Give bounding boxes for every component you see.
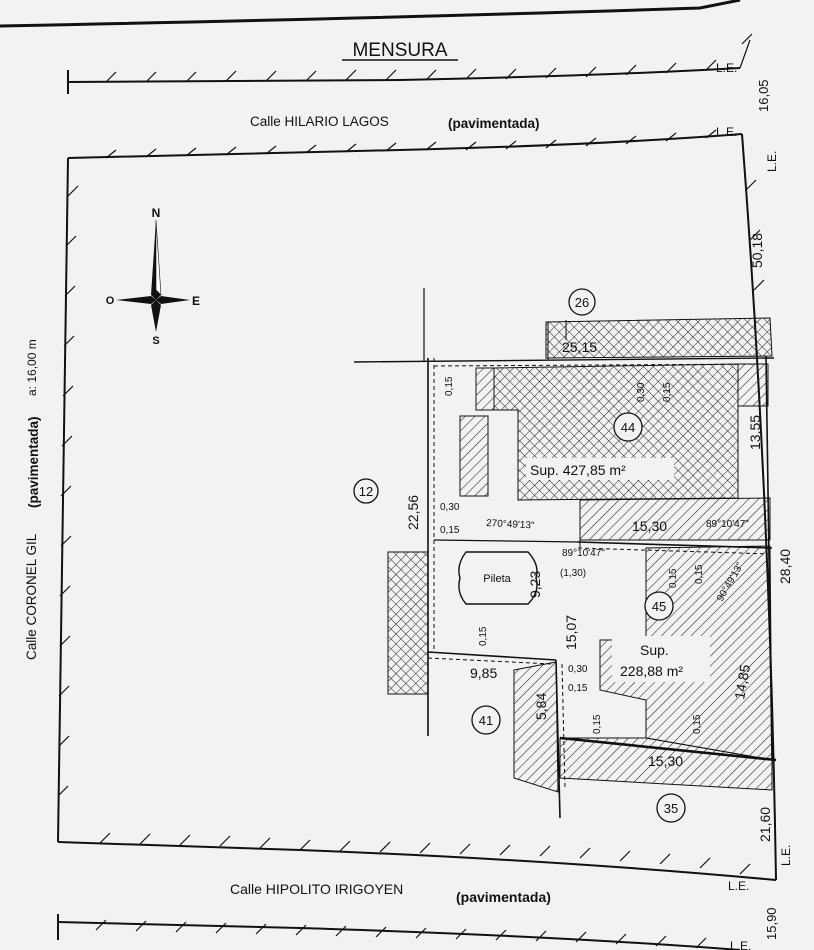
south-street-width: 15,90 bbox=[764, 907, 779, 940]
dim-22-56: 22,56 bbox=[405, 495, 421, 530]
compass-o: O bbox=[106, 295, 115, 307]
off-015-c: 0,15 bbox=[440, 525, 460, 536]
lot-12-id: 12 bbox=[359, 484, 373, 499]
compass-s: S bbox=[152, 335, 159, 347]
le-mark-top: L.E. bbox=[716, 61, 737, 75]
sheet-top-edge bbox=[0, 0, 741, 28]
dim-25-15: 25,15 bbox=[562, 339, 597, 355]
lot-44-id: 44 bbox=[621, 420, 635, 435]
west-street-width: a: 16,00 m bbox=[25, 339, 39, 396]
le-mark-right-top: L.E. bbox=[765, 151, 779, 172]
lot-44-area-bg bbox=[526, 458, 674, 480]
lot-45-id: 45 bbox=[652, 599, 666, 614]
property-lines bbox=[353, 288, 777, 819]
lot-44: 44 bbox=[613, 412, 643, 442]
west-street-note: (pavimentada) bbox=[26, 416, 41, 508]
off-015-h: 0,15 bbox=[592, 714, 603, 734]
off-030-c: 0,30 bbox=[568, 664, 588, 675]
dim-15-30-mid: 15,30 bbox=[632, 518, 667, 534]
off-030-a: 0,30 bbox=[636, 382, 647, 402]
off-015-f: 0,15 bbox=[694, 564, 705, 584]
pool: Pileta bbox=[458, 551, 538, 605]
lot-45-area-a: Sup. bbox=[640, 642, 669, 658]
block-outline bbox=[57, 129, 777, 881]
south-street-lower-line bbox=[57, 914, 741, 950]
off-015-g: 0,15 bbox=[568, 683, 588, 694]
le-mark-bottom: L.E. bbox=[728, 879, 749, 893]
lot-12: 12 bbox=[353, 478, 379, 504]
lot-45-area-b: 228,88 m² bbox=[620, 663, 683, 679]
dim-28-40: 28,40 bbox=[777, 549, 793, 584]
off-015-a: 0,15 bbox=[444, 376, 455, 396]
dim-15-07: 15,07 bbox=[563, 615, 579, 650]
off-015-i: 0,15 bbox=[692, 714, 703, 734]
north-street-note: (pavimentada) bbox=[448, 116, 540, 131]
dim-1-30: (1,30) bbox=[560, 568, 586, 579]
plan-title: MENSURA bbox=[352, 40, 447, 61]
lot-26-id: 26 bbox=[575, 295, 589, 310]
dim-21-60: 21,60 bbox=[757, 807, 773, 842]
pool-label: Pileta bbox=[483, 573, 511, 585]
lot-35: 35 bbox=[656, 793, 686, 823]
lot-45-area-bg bbox=[612, 636, 710, 682]
le-mark-right-bottom: L.E. bbox=[779, 845, 793, 866]
off-015-d: 0,15 bbox=[478, 626, 489, 646]
angle-89-10-a: 89°10'47" bbox=[706, 519, 749, 530]
south-street-name: Calle HIPOLITO IRIGOYEN bbox=[230, 881, 403, 897]
lot-44-area: Sup. 427,85 m² bbox=[530, 462, 626, 478]
off-030-b: 0,30 bbox=[440, 502, 460, 513]
angle-89-10-b: 89°10'47" bbox=[562, 548, 605, 559]
dim-13-55: 13,55 bbox=[747, 415, 763, 450]
north-street-name: Calle HILARIO LAGOS bbox=[250, 114, 389, 129]
west-street-labels: Calle CORONEL GIL (pavimentada) a: 16,00… bbox=[24, 339, 41, 660]
compass-n: N bbox=[152, 206, 161, 220]
lot-41: 41 bbox=[471, 705, 501, 735]
lot-45: 45 bbox=[644, 591, 674, 621]
offset-labels: 0,15 0,30 0,15 0,30 0,15 0,15 0,15 0,15 … bbox=[440, 376, 705, 734]
dim-15-30-bot: 15,30 bbox=[648, 753, 683, 769]
le-mark-top-2: L.E. bbox=[716, 125, 737, 139]
lot-35-id: 35 bbox=[664, 801, 678, 816]
angle-270-49: 270°49'13" bbox=[486, 518, 535, 532]
north-street-upper-line bbox=[67, 33, 753, 94]
dim-9-85: 9,85 bbox=[470, 665, 497, 681]
dim-14-85: 14,85 bbox=[731, 663, 753, 700]
south-street-note: (pavimentada) bbox=[456, 889, 551, 905]
le-mark-bottom-2: L.E. bbox=[730, 939, 751, 950]
lot-41-id: 41 bbox=[479, 713, 493, 728]
dim-50-18: 50,18 bbox=[749, 233, 765, 268]
compass-e: E bbox=[192, 294, 200, 308]
dim-9-23: 9,23 bbox=[527, 571, 543, 598]
lot-markers: 26 12 44 45 41 35 bbox=[353, 288, 686, 823]
dimension-labels: 50,18 25,15 13,55 22,56 15,30 28,40 9,23… bbox=[405, 233, 793, 842]
dim-5-84: 5,84 bbox=[533, 693, 549, 720]
off-015-e: 0,15 bbox=[668, 568, 679, 588]
off-015-b: 0,15 bbox=[662, 382, 673, 402]
compass-rose: N S O E bbox=[106, 206, 200, 347]
west-street-name: Calle CORONEL GIL bbox=[24, 533, 39, 660]
north-street-width: 16,05 bbox=[756, 79, 771, 112]
lot-26: 26 bbox=[568, 288, 596, 316]
